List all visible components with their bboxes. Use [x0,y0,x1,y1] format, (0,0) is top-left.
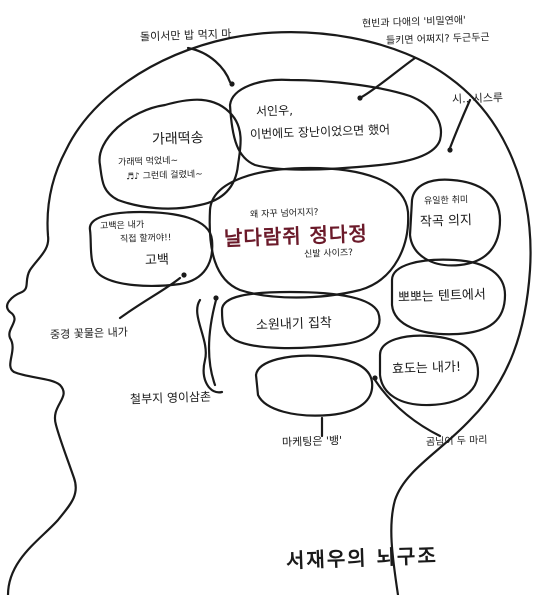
caption: 서재우의 뇌구조 [285,543,439,573]
lobe-outline-center [208,166,410,299]
lobe-right-upper-title: 작곡 의지 [419,213,473,230]
lobe-left-middle-line2: 직접 할꺼야!! [119,233,172,245]
pointer-line-bottom-right [373,378,442,438]
annotation-right-ellipsis: 시.. 시스루 [451,91,504,106]
ear-outline [196,298,224,394]
lobe-left-middle-line1: 고백은 내가 [99,220,145,232]
lobe-right-upper-small: 유일한 취미 [423,195,469,207]
annotation-left-bottom: 중경 꽃물은 내가 [49,325,129,342]
lobe-outline-left-upper [98,98,242,210]
lobe-outline-top-center [228,78,443,171]
lobe-outline-right-lower [378,334,480,407]
lobe-center-lower-title: 소원내기 집착 [255,315,333,334]
lobe-outline-left-middle [88,210,214,287]
lobe-outline-bottom-center [254,354,374,417]
pointer-line-lower-left [208,298,218,387]
pointer-line-top-right [358,56,417,100]
lobe-right-lower-title: 효도는 내가! [391,359,462,378]
lobe-center-bottom: 신발 사이즈? [303,248,354,260]
lobe-outline-right-middle [390,258,507,336]
pointer-line-top-left [186,46,232,84]
annotation-top-left: 돌이서만 밥 먹지 마 [139,27,232,44]
lobe-left-middle-title: 고백 [144,252,170,269]
head-outline [6,31,532,595]
lobe-center-title: 날다람쥐 정다정 [223,221,369,251]
annotation-bottom-center: 마케팅은 '뱅' [281,433,343,450]
lobe-outline-center-lower [220,290,381,350]
lobe-right-middle-title: 뽀뽀는 텐트에서 [397,287,487,306]
lobe-top-center-line1: 서인우, [255,103,294,119]
lobe-left-upper-title: 가래떡송 [151,130,204,148]
pointer-line-right [448,98,472,150]
annotation-lower-left: 철부지 영이삼촌 [129,389,212,407]
annotation-bottom-right: 곰님이 두 마리 [425,434,488,449]
pointer-line-left-bottom [118,276,182,320]
